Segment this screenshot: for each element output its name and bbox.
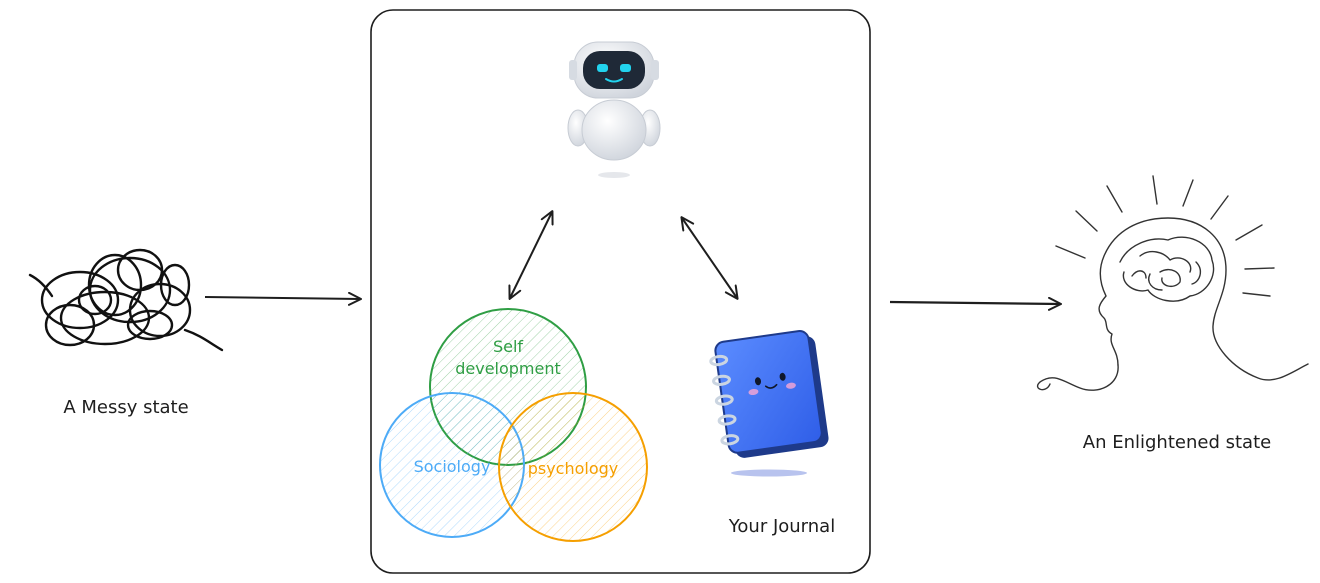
venn-label-development: development bbox=[455, 359, 561, 378]
venn-label-self: Self bbox=[493, 337, 523, 356]
venn-label-sociology: Sociology bbox=[414, 457, 491, 476]
notebook-icon bbox=[709, 330, 829, 477]
arrow-messy-to-box bbox=[204, 291, 362, 306]
journal-label: Your Journal bbox=[728, 516, 835, 537]
arrow-box-to-enlightened bbox=[889, 296, 1062, 311]
venn-diagram: Self development Sociology psychology bbox=[379, 308, 648, 542]
venn-label-psychology: psychology bbox=[528, 459, 619, 478]
enlightened-state-label: An Enlightened state bbox=[1083, 432, 1271, 453]
robot-icon bbox=[567, 41, 661, 178]
head-brain-icon bbox=[1036, 175, 1309, 391]
arrow-robot-journal bbox=[680, 216, 739, 300]
messy-state-label: A Messy state bbox=[63, 397, 188, 418]
scribble-tangle-icon bbox=[28, 248, 224, 352]
arrow-robot-venn bbox=[508, 210, 554, 300]
venn-circle-psychology bbox=[498, 392, 648, 542]
